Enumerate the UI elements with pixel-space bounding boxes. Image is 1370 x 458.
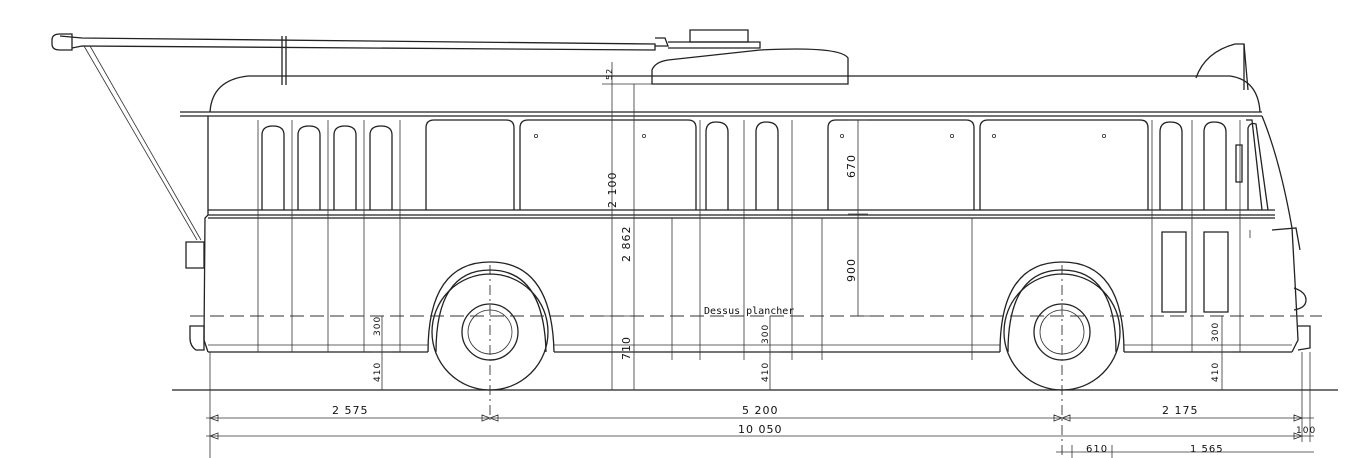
vertical-dimensions [372,62,1232,390]
dim-sub-b: 1 565 [1190,444,1224,455]
dim-total-height: 2 862 [620,226,633,263]
windows [257,119,1269,360]
dim-window-height: 670 [845,154,858,178]
dim-ground-rear: 410 [1211,362,1221,382]
dim-roof-height: 2 100 [606,172,619,209]
floor-label: Dessus plancher [704,306,794,317]
dim-ground-front: 410 [373,362,383,382]
trolley-pole [51,29,761,241]
dim-roof-trim: 52 [605,68,614,80]
dim-overall-length: 10 050 [738,423,783,436]
dim-wheelbase: 5 200 [742,404,779,417]
dim-rear-overhang: 2 175 [1162,404,1199,417]
dim-floor-height: 710 [620,336,633,360]
roof-equipment [651,43,1249,91]
dim-belt-height: 900 [845,258,858,282]
dim-step-mid: 300 [761,324,771,344]
dim-sub-a: 610 [1086,444,1108,455]
horizontal-dimensions [206,414,1314,458]
dim-front-overhang: 2 575 [332,404,369,417]
dim-bumper: 100 [1296,426,1316,436]
dim-ground-mid: 410 [761,362,771,382]
dim-step-front: 300 [373,316,383,336]
dim-step-rear: 300 [1211,322,1221,342]
